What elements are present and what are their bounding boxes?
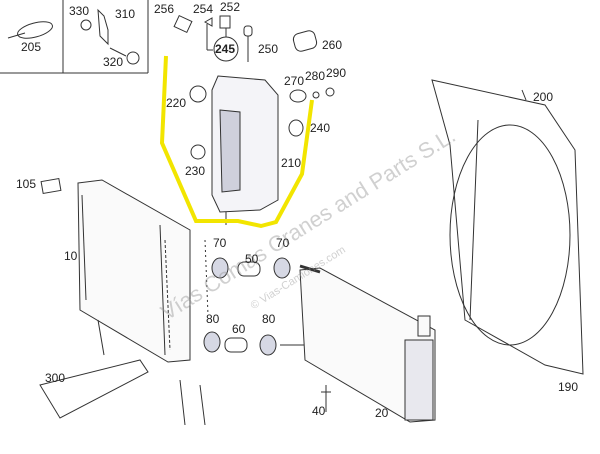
part-label-280: 280 xyxy=(305,69,326,83)
sensor-parts xyxy=(173,14,335,160)
part-label-254: 254 xyxy=(193,2,214,16)
fan-shroud-190 xyxy=(431,79,584,375)
part-label-70-right: 70 xyxy=(276,236,290,250)
part-label-320: 320 xyxy=(103,55,124,69)
radiator-10 xyxy=(40,177,209,363)
part-label-205: 205 xyxy=(21,40,42,54)
part-label-10: 10 xyxy=(64,249,78,263)
part-label-252: 252 xyxy=(220,0,241,14)
part-label-20: 20 xyxy=(375,406,389,420)
part-label-200: 200 xyxy=(533,90,554,104)
highlight-outline xyxy=(159,55,314,229)
part-label-260: 260 xyxy=(322,38,343,52)
part-label-70-left: 70 xyxy=(213,236,227,250)
part-label-190: 190 xyxy=(558,380,579,394)
hoses-clamps xyxy=(203,257,405,356)
part-label-40: 40 xyxy=(312,404,326,418)
part-label-245: 245 xyxy=(215,42,236,56)
part-label-250: 250 xyxy=(258,42,279,56)
cable-clamp-205 xyxy=(7,21,53,39)
part-label-210: 210 xyxy=(281,156,302,170)
part-label-80-left: 80 xyxy=(206,312,220,326)
part-label-230: 230 xyxy=(185,164,206,178)
part-label-105: 105 xyxy=(16,177,37,191)
bottom-plate-300 xyxy=(39,319,206,426)
radiator-20 xyxy=(299,264,436,423)
expansion-tank-210 xyxy=(211,75,279,225)
part-label-300: 300 xyxy=(45,371,66,385)
part-label-60: 60 xyxy=(232,322,246,336)
bracket-310 xyxy=(80,8,140,65)
part-label-50: 50 xyxy=(245,252,259,266)
inset-boxes xyxy=(0,0,149,74)
part-label-240: 240 xyxy=(310,121,331,135)
part-label-290: 290 xyxy=(326,66,347,80)
part-label-310: 310 xyxy=(115,7,136,21)
part-label-330: 330 xyxy=(69,4,90,18)
part-label-256: 256 xyxy=(154,2,175,16)
part-label-220: 220 xyxy=(166,96,187,110)
part-label-270: 270 xyxy=(284,74,305,88)
part-label-80-right: 80 xyxy=(262,312,276,326)
